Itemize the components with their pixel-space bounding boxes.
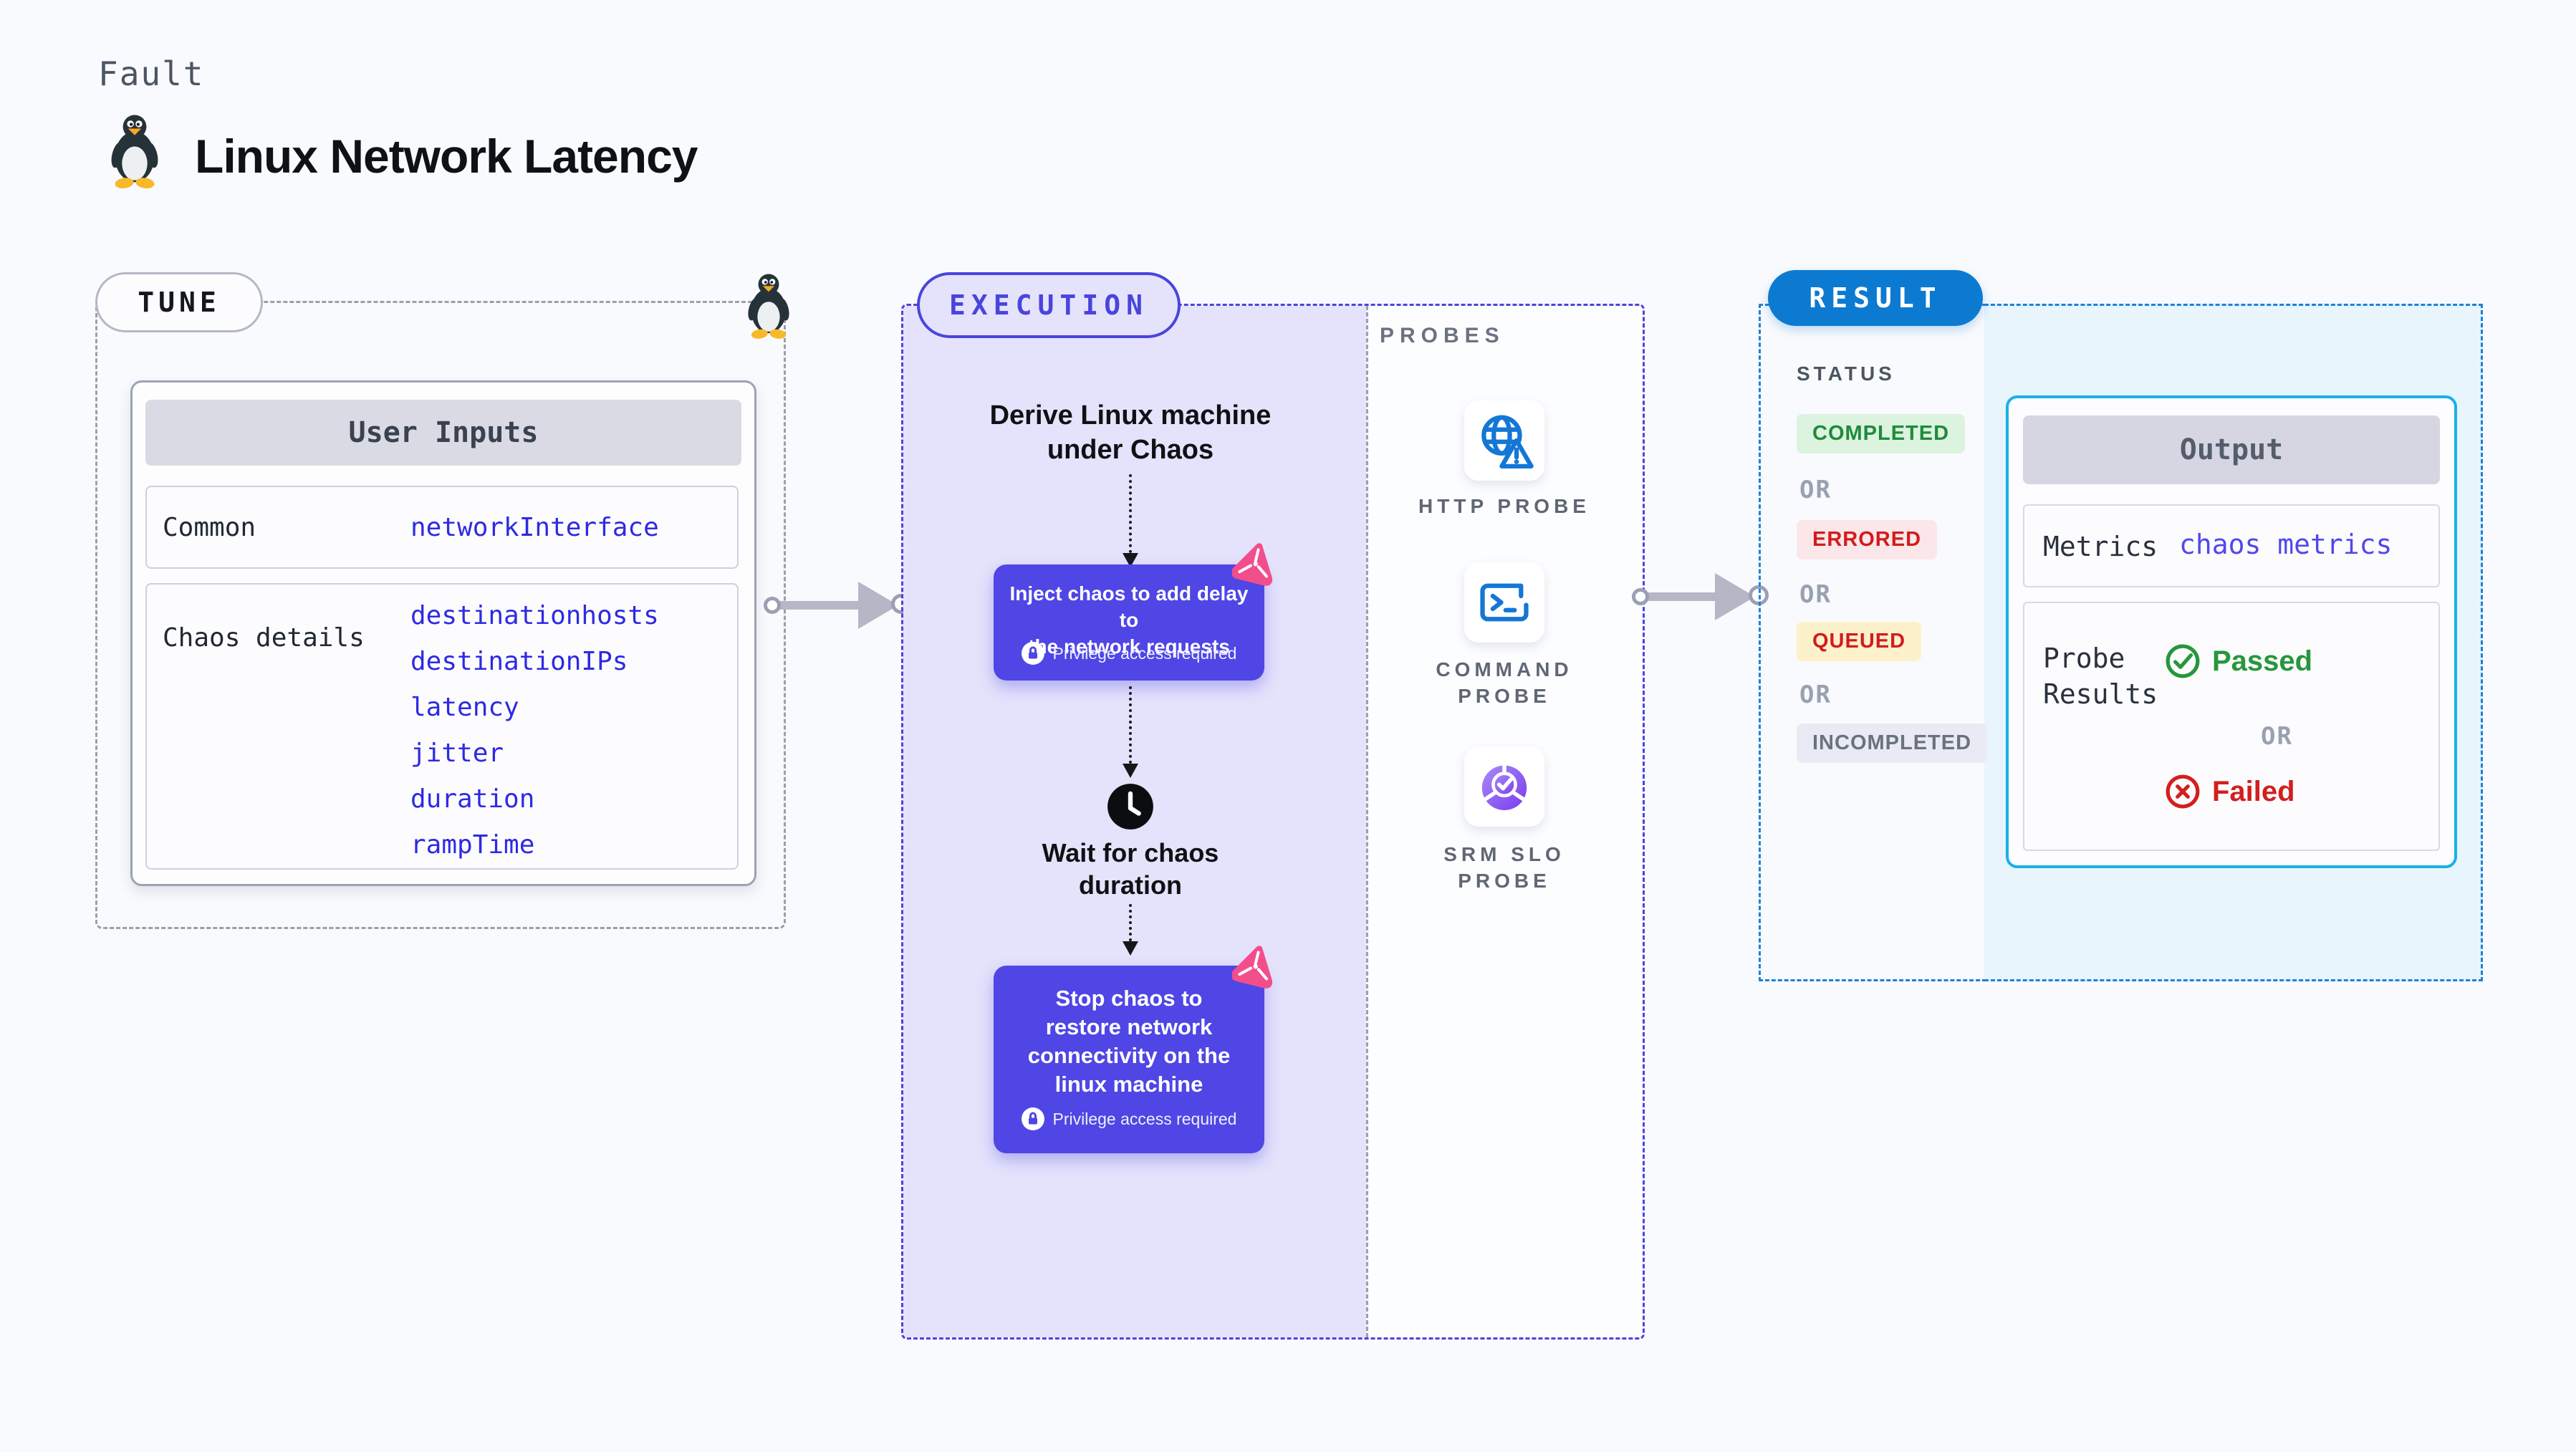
x-circle-icon (2166, 774, 2200, 809)
row-value: networkInterface (410, 513, 659, 542)
probes-title: PROBES (1380, 324, 1505, 347)
row-label: Common (163, 513, 256, 542)
tune-to-execution-connector (778, 601, 860, 610)
stop-chaos-node: Stop chaos to restore network connectivi… (994, 966, 1264, 1153)
status-badge-errored: ERRORED (1797, 520, 1938, 559)
status-badge-completed: COMPLETED (1797, 414, 1966, 453)
flow-arrowhead (1123, 941, 1138, 956)
or-label: OR (1799, 476, 1832, 504)
inject-chaos-text: Inject chaos to add delay to the network… (1009, 582, 1249, 658)
failed-row: Failed (2165, 774, 2295, 809)
command-probe-card (1464, 562, 1544, 643)
globe-alert-icon (1481, 415, 1534, 468)
connector-endpoint (764, 597, 781, 614)
slo-pie-check-icon (1481, 762, 1527, 810)
privilege-badge: Privilege access required (994, 1107, 1264, 1130)
page-title: Linux Network Latency (195, 130, 698, 183)
srm-slo-probe-label: SRM SLO PROBE (1443, 843, 1565, 892)
chaos-value: destinationhosts (410, 601, 659, 630)
tune-pill: TUNE (95, 272, 263, 332)
row-label: Chaos details (163, 623, 365, 653)
user-inputs-header: User Inputs (145, 400, 741, 466)
inject-chaos-node: Inject chaos to add delay to the network… (994, 564, 1264, 681)
metrics-label: Metrics (2043, 531, 2158, 562)
privilege-label: Privilege access required (1052, 643, 1237, 663)
or-label: OR (1799, 580, 1832, 609)
tux-penguin-small-icon (742, 272, 795, 343)
tux-penguin-icon (105, 113, 165, 193)
output-card: Output Metrics chaos metrics Probe Resul… (2006, 395, 2457, 868)
status-badge-incompleted: INCOMPLETED (1797, 723, 1988, 763)
http-probe-label: HTTP PROBE (1418, 495, 1590, 517)
user-inputs-card: User Inputs Common networkInterface Chao… (130, 380, 756, 886)
result-pill: RESULT (1768, 270, 1983, 326)
privilege-badge: Privilege access required (994, 642, 1264, 665)
execution-to-result-connector (1646, 592, 1718, 601)
flow-arrowhead (1123, 764, 1138, 778)
lock-icon (1021, 1107, 1044, 1130)
chaos-value: duration (410, 784, 535, 814)
privilege-label: Privilege access required (1052, 1109, 1237, 1128)
metrics-value: chaos metrics (2179, 529, 2393, 560)
status-title: STATUS (1797, 362, 1895, 385)
metrics-row: Metrics chaos metrics (2023, 504, 2440, 587)
http-probe-card (1464, 400, 1544, 481)
probe-results-row: Probe Results Passed OR Failed (2023, 602, 2440, 851)
chaos-detail-values: destinationhosts destinationIPs latency … (410, 593, 659, 868)
or-label: OR (2261, 722, 2293, 751)
failed-label: Failed (2212, 775, 2295, 807)
or-label: OR (1799, 681, 1832, 709)
execution-pill: EXECUTION (917, 272, 1181, 338)
wait-step-label: Wait for chaos duration (1042, 838, 1219, 900)
user-inputs-row-common: Common networkInterface (145, 486, 739, 569)
passed-label: Passed (2212, 645, 2313, 677)
chaos-logo-icon (1231, 943, 1278, 992)
lock-icon (1021, 642, 1044, 665)
flow-probes-divider (1366, 306, 1368, 1337)
chaos-value: latency (410, 693, 519, 722)
terminal-icon (1480, 583, 1529, 622)
passed-row: Passed (2165, 643, 2312, 679)
flow-arrow (1129, 474, 1132, 553)
chaos-value: rampTime (410, 830, 535, 860)
flow-arrowhead (1123, 553, 1138, 567)
user-inputs-row-chaos-details: Chaos details destinationhosts destinati… (145, 583, 739, 870)
connector-endpoint (1632, 588, 1649, 605)
execution-to-result-arrowhead (1715, 573, 1755, 620)
srm-slo-probe-card (1464, 746, 1544, 827)
flow-arrow (1129, 686, 1132, 764)
command-probe-label: COMMAND PROBE (1436, 658, 1573, 707)
output-header: Output (2023, 415, 2440, 484)
fault-eyebrow: Fault (98, 54, 205, 93)
tune-section (95, 301, 786, 929)
check-circle-icon (2166, 644, 2200, 678)
derive-step-label: Derive Linux machine under Chaos (989, 400, 1272, 465)
chaos-value: jitter (410, 739, 504, 768)
chaos-logo-icon (1231, 540, 1278, 590)
wait-clock-icon (1106, 782, 1155, 835)
status-badge-queued: QUEUED (1797, 622, 1922, 661)
flow-arrow (1129, 904, 1132, 941)
probe-results-label: Probe Results (2043, 643, 2158, 710)
stop-chaos-text: Stop chaos to restore network connectivi… (1027, 986, 1231, 1097)
chaos-value: destinationIPs (410, 647, 628, 676)
